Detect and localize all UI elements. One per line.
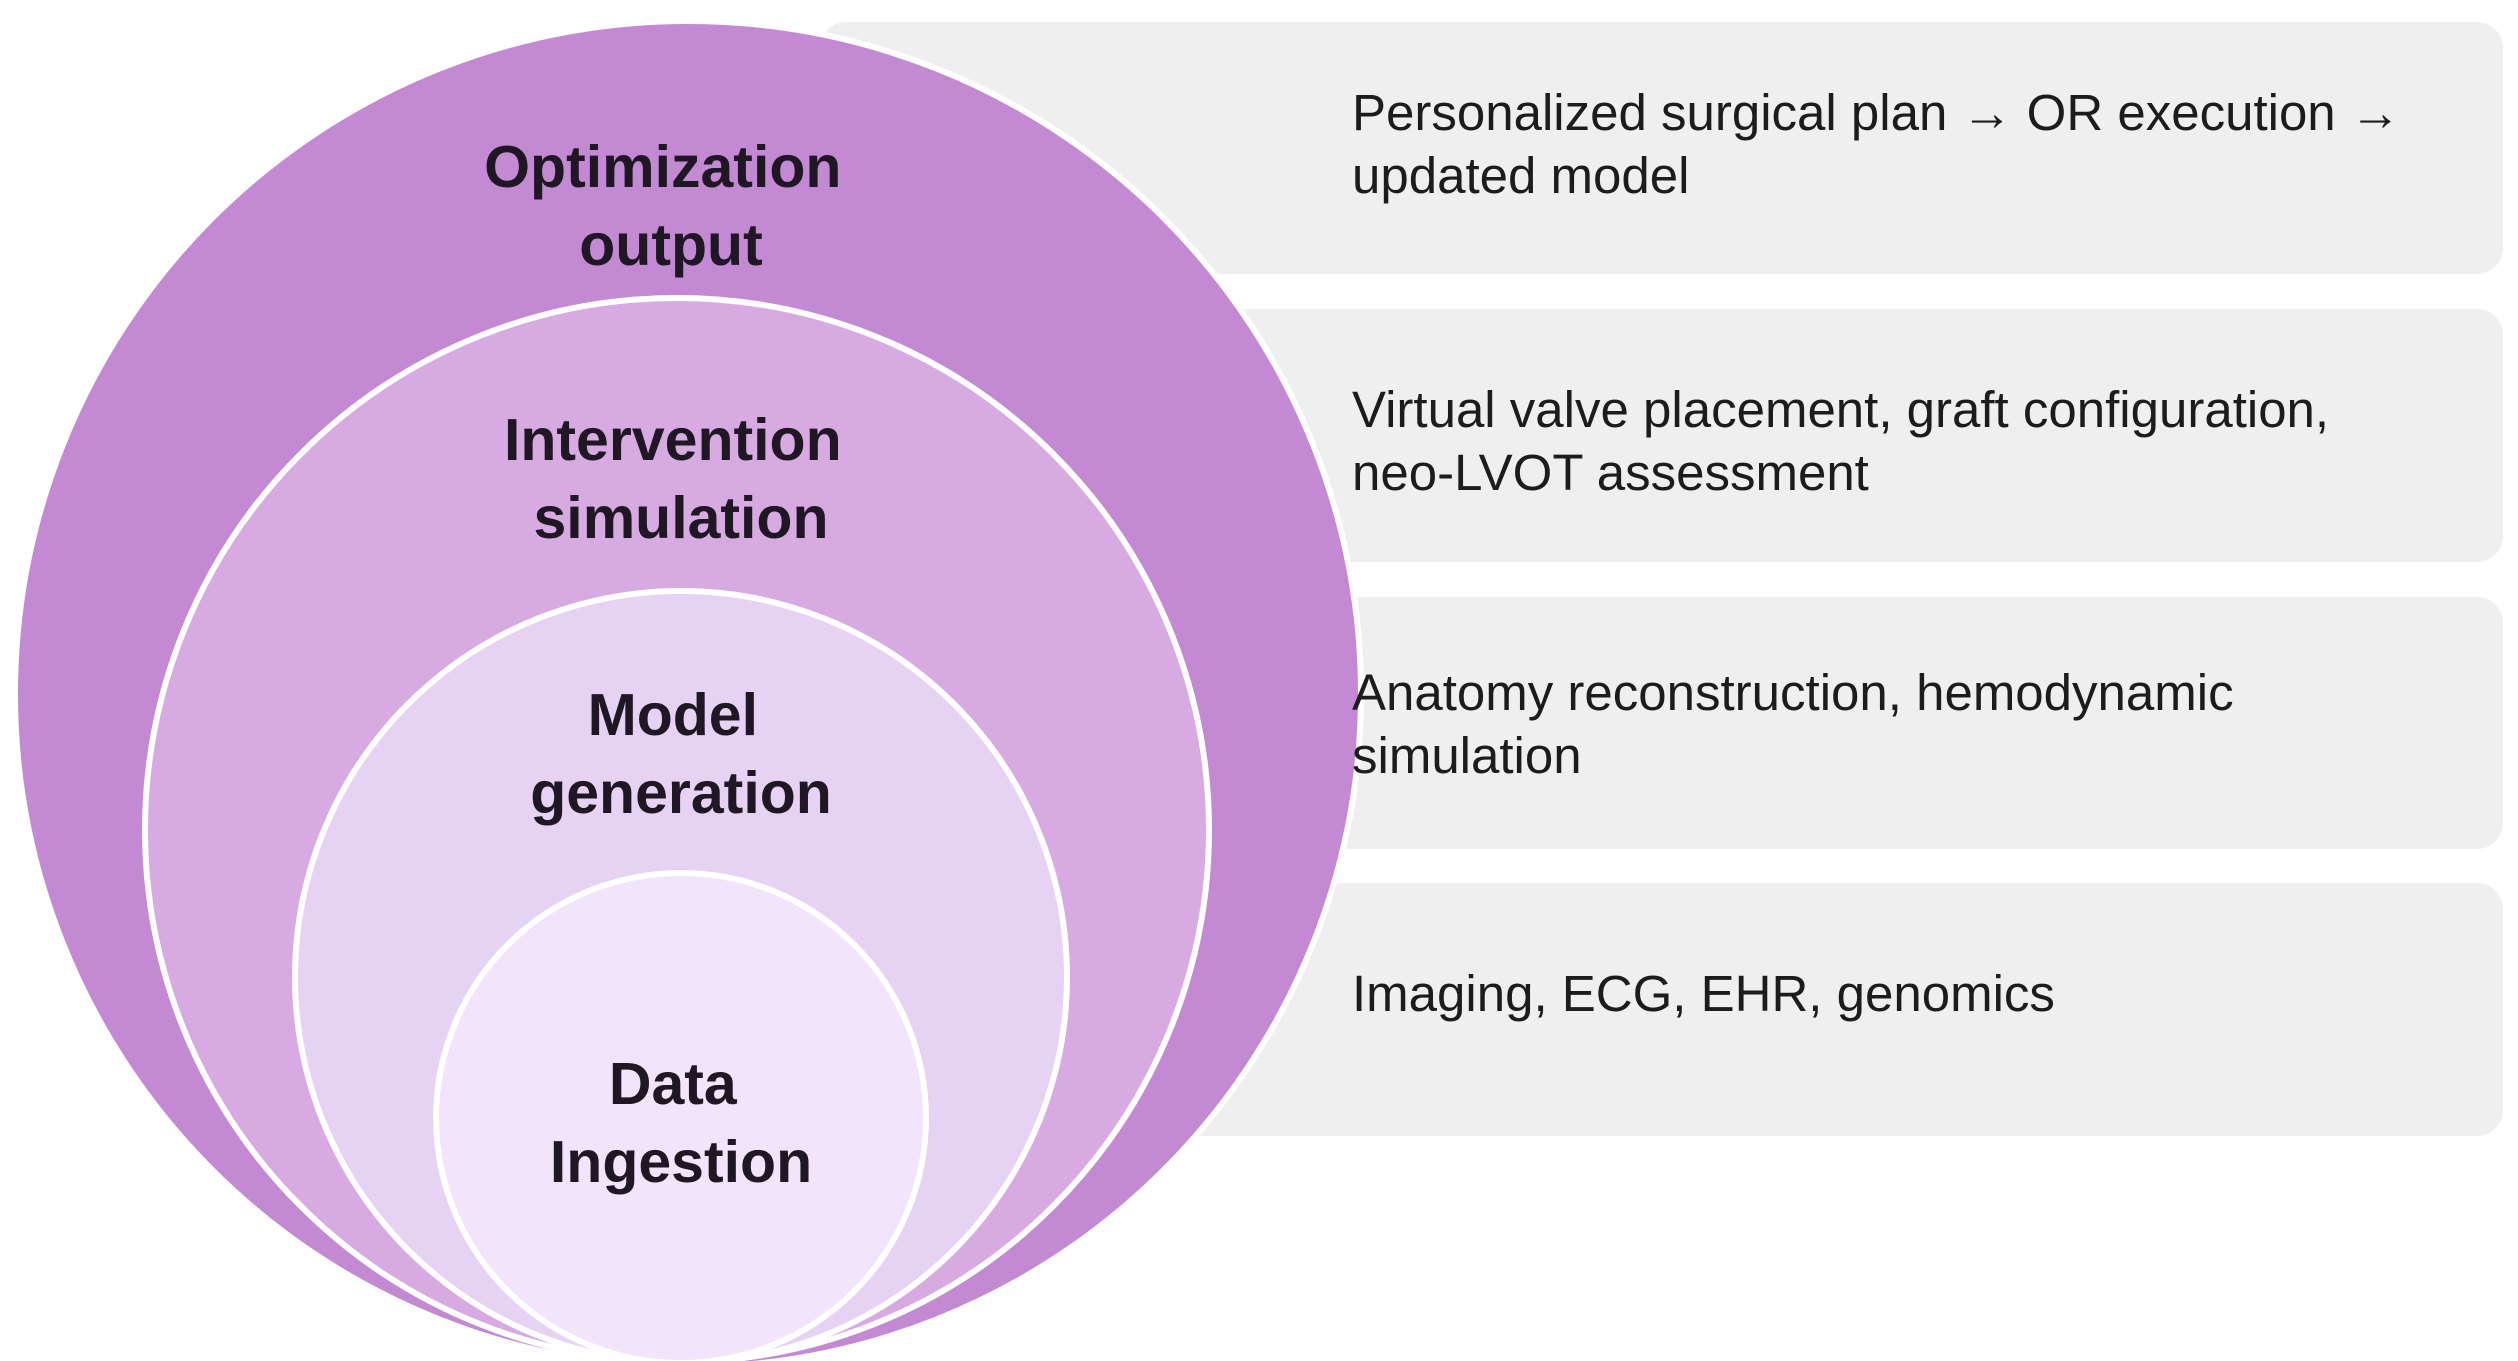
panel-optimization-output xyxy=(820,22,2503,274)
description-optimization-output: Personalized surgical plan → OR executio… xyxy=(1352,84,2415,204)
layer-titles: Optimization output Intervention simulat… xyxy=(484,134,858,1195)
circle-data-ingestion xyxy=(433,870,929,1361)
description-model-generation: Anatomy reconstruction, hemodynamic simu… xyxy=(1352,664,2248,784)
layer-descriptions: Personalized surgical plan → OR executio… xyxy=(1352,84,2415,1022)
nested-circles xyxy=(12,18,1364,1361)
title-optimization-output: Optimization output xyxy=(484,134,858,278)
title-data-ingestion: Data Ingestion xyxy=(550,1051,812,1195)
title-intervention-simulation: Intervention simulation xyxy=(504,407,858,551)
description-data-ingestion: Imaging, ECG, EHR, genomics xyxy=(1352,965,2055,1022)
title-model-generation: Model generation xyxy=(530,682,832,826)
description-intervention-simulation: Virtual valve placement, graft configura… xyxy=(1352,381,2343,501)
